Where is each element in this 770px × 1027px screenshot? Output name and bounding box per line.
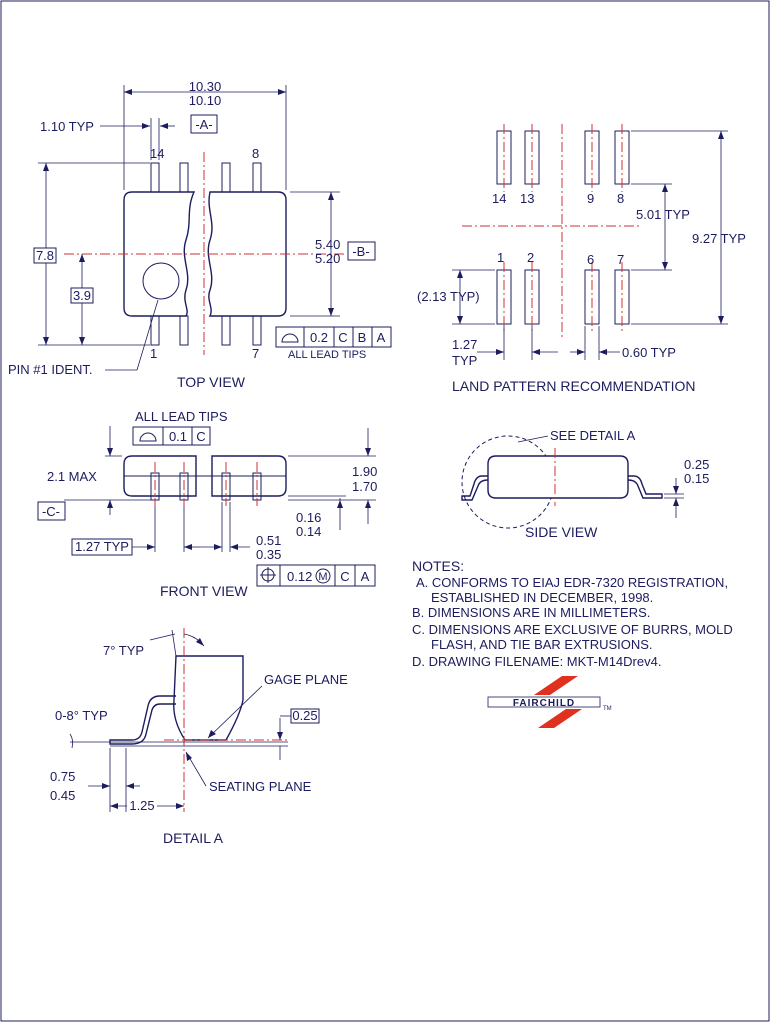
pin-1-label: 1 <box>150 346 157 361</box>
foot-length-max: 0.75 <box>50 769 75 784</box>
position-crosshair-icon <box>260 567 276 583</box>
gage-value: 0.25 <box>292 708 317 723</box>
logo-tm: TM <box>603 706 612 712</box>
detail-angle-7: 7° TYP <box>103 643 144 658</box>
land-dim-927: 9.27 TYP <box>692 231 746 246</box>
front-lead-width-max: 0.51 <box>256 533 281 548</box>
land-pin-7: 7 <box>617 252 624 267</box>
note-c-line2: FLASH, AND TIE BAR EXTRUSIONS. <box>431 637 653 652</box>
pos-tol-value: 0.12 <box>287 569 312 584</box>
land-pin-8: 8 <box>617 191 624 206</box>
front-height-max: 1.90 <box>352 464 377 479</box>
fairchild-logo: FAIRCHILD TM <box>487 676 612 728</box>
note-a-line2: ESTABLISHED IN DECEMBER, 1998. <box>431 590 653 605</box>
pos-tol-a: A <box>361 569 370 584</box>
gage-plane-label: GAGE PLANE <box>264 672 348 687</box>
top-view: 10.30 10.10 1.10 TYP -A- 14 8 1 7 7.8 3.… <box>8 79 392 390</box>
land-dim-501: 5.01 TYP <box>636 207 690 222</box>
datum-b: -B- <box>352 244 369 259</box>
front-standoff-min: 0.14 <box>296 524 321 539</box>
datum-c: -C- <box>42 504 60 519</box>
front-max-height: 2.1 MAX <box>47 469 97 484</box>
mmc-circle-icon <box>315 568 331 584</box>
front-profile-icon <box>139 432 157 442</box>
front-tol-c: C <box>196 429 205 444</box>
pos-tol-c: C <box>340 569 349 584</box>
note-d: D. DRAWING FILENAME: MKT-M14Drev4. <box>412 654 661 669</box>
land-dim-060: 0.60 TYP <box>622 345 676 360</box>
side-thick-max: 0.25 <box>684 457 709 472</box>
body-height-max: 5.40 <box>315 237 340 252</box>
logo-text: FAIRCHILD <box>513 698 575 709</box>
top-width-max: 10.30 <box>189 79 222 94</box>
land-pin-6: 6 <box>587 252 594 267</box>
detail-a-caption: DETAIL A <box>163 830 224 846</box>
notes-heading: NOTES: <box>412 558 464 574</box>
front-view: ALL LEAD TIPS 0.1 C 2.1 MAX -C- <box>37 409 377 599</box>
pin-7-label: 7 <box>252 346 259 361</box>
foot-length-min: 0.45 <box>50 788 75 803</box>
note-a-line1: A. CONFORMS TO EIAJ EDR-7320 REGISTRATIO… <box>416 575 728 590</box>
body-height-min: 5.20 <box>315 251 340 266</box>
see-detail-a: SEE DETAIL A <box>550 428 636 443</box>
front-standoff-max: 0.16 <box>296 510 321 525</box>
all-lead-tips-note: ALL LEAD TIPS <box>288 349 366 361</box>
land-dim-127-typ: TYP <box>452 353 477 368</box>
lead-pitch-label: 1.10 TYP <box>40 119 94 134</box>
side-view-caption: SIDE VIEW <box>525 524 598 540</box>
datum-a: -A- <box>195 117 212 132</box>
front-lead-width-min: 0.35 <box>256 547 281 562</box>
pos-tol-m: M <box>318 571 327 583</box>
land-pin-2: 2 <box>527 250 534 265</box>
front-view-caption: FRONT VIEW <box>160 583 248 599</box>
note-c-line1: C. DIMENSIONS ARE EXCLUSIVE OF BURRS, MO… <box>412 622 733 637</box>
pin1-ident-label: PIN #1 IDENT. <box>8 362 93 377</box>
land-dim-127: 1.27 <box>452 337 477 352</box>
profile-tol-c: C <box>338 330 347 345</box>
side-thick-min: 0.15 <box>684 471 709 486</box>
land-pin-14: 14 <box>492 191 506 206</box>
seating-plane-label: SEATING PLANE <box>209 779 312 794</box>
top-view-caption: TOP VIEW <box>177 374 246 390</box>
height-7-8: 7.8 <box>36 248 54 263</box>
profile-surface-icon <box>281 333 299 343</box>
detail-a: 7° TYP 0-8° TYP GAGE PLANE 0.25 SEATING … <box>50 628 348 846</box>
profile-tol-a: A <box>377 330 386 345</box>
profile-tol-b: B <box>358 330 367 345</box>
front-tol-value: 0.1 <box>169 429 187 444</box>
top-width-min: 10.10 <box>189 93 222 108</box>
foot-extent: 1.25 <box>129 798 154 813</box>
front-all-lead-tips: ALL LEAD TIPS <box>135 409 228 424</box>
profile-tol-value: 0.2 <box>310 330 328 345</box>
front-pitch: 1.27 TYP <box>75 539 129 554</box>
land-pattern: 14 13 9 8 1 2 6 7 5.01 TYP 9.27 TYP (2.1… <box>417 124 746 394</box>
pin-14-label: 14 <box>150 146 164 161</box>
front-height-min: 1.70 <box>352 479 377 494</box>
land-dim-213: (2.13 TYP) <box>417 289 480 304</box>
land-pin-13: 13 <box>520 191 534 206</box>
notes: NOTES: A. CONFORMS TO EIAJ EDR-7320 REGI… <box>412 558 733 669</box>
land-pattern-caption: LAND PATTERN RECOMMENDATION <box>452 378 695 394</box>
height-3-9: 3.9 <box>73 288 91 303</box>
side-view: SEE DETAIL A 0.25 0.15 SIDE VIEW <box>461 428 709 540</box>
pin-8-label: 8 <box>252 146 259 161</box>
land-pin-9: 9 <box>587 191 594 206</box>
detail-angle-08: 0-8° TYP <box>55 708 108 723</box>
note-b: B. DIMENSIONS ARE IN MILLIMETERS. <box>412 605 650 620</box>
land-pin-1: 1 <box>497 250 504 265</box>
